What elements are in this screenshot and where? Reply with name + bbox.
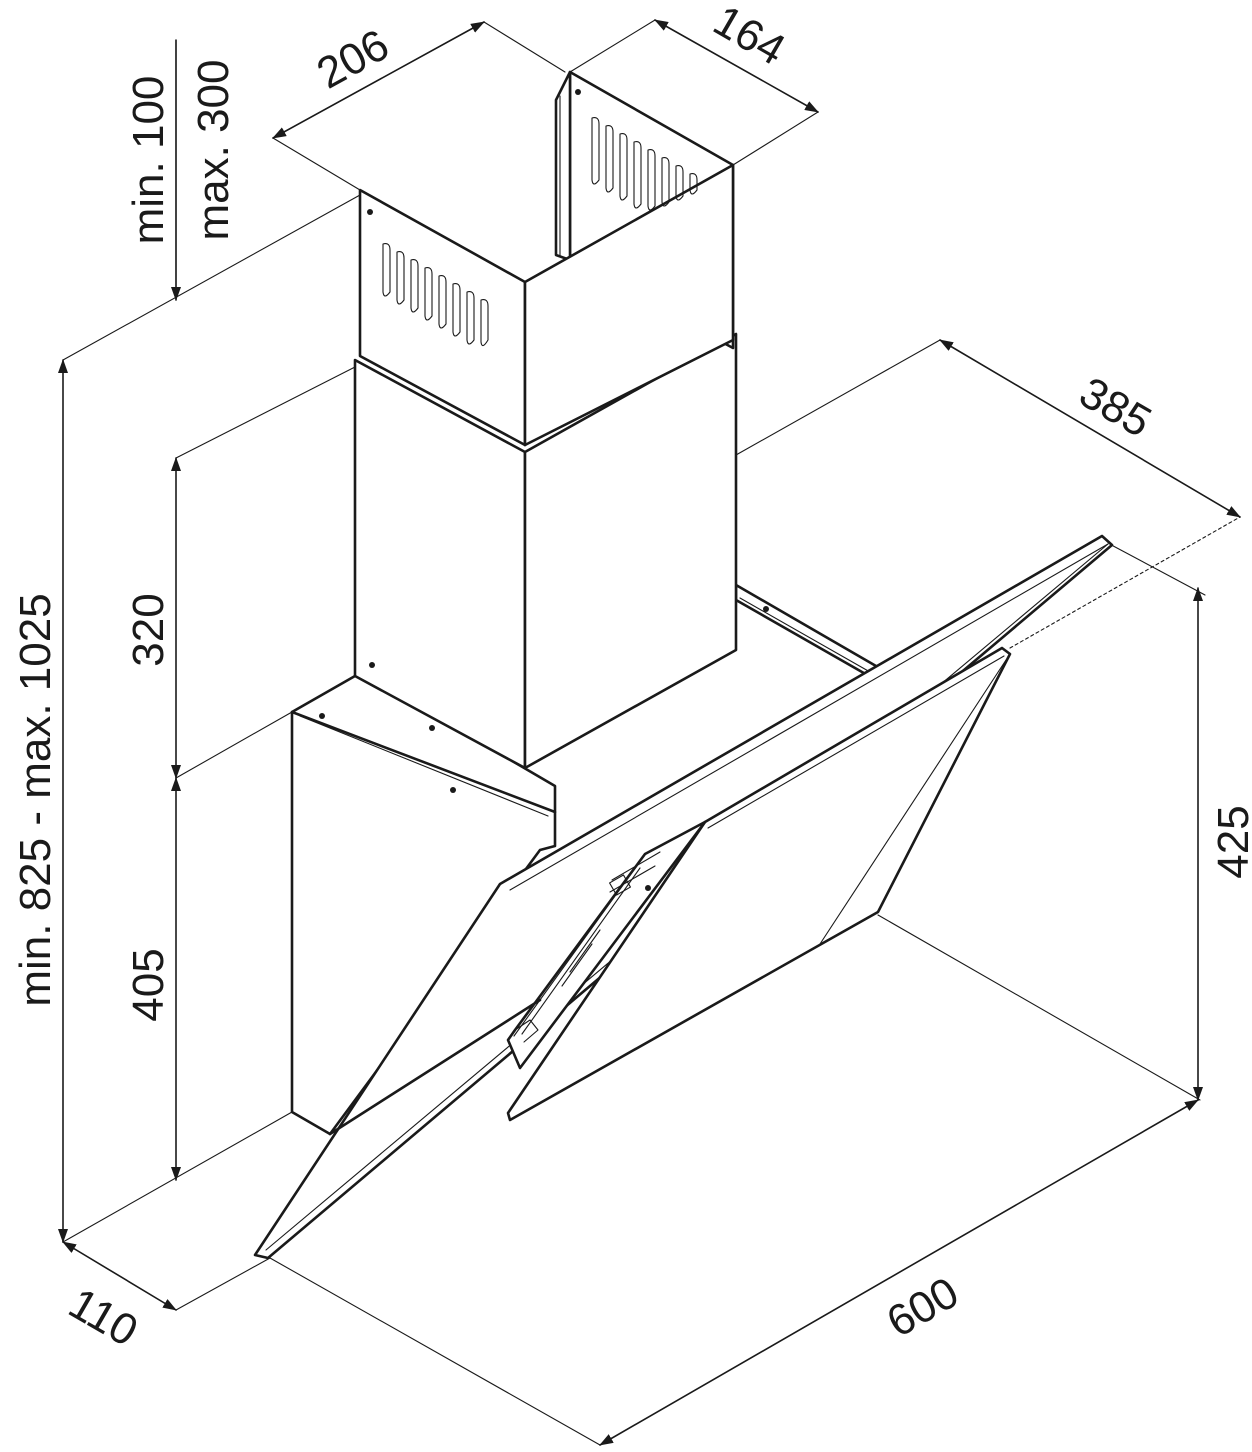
- label-extension-max: max. 300: [189, 60, 238, 241]
- label-bottom-depth: 110: [61, 1279, 146, 1357]
- label-chimney-depth: 164: [705, 0, 793, 75]
- label-chimney-width: 206: [309, 20, 397, 98]
- vent-slots-back: [591, 117, 698, 211]
- label-lower-body-height: 405: [124, 948, 173, 1021]
- label-extension-min: min. 100: [124, 76, 173, 245]
- label-hood-width: 600: [879, 1268, 967, 1347]
- label-glass-panel-height: 425: [1209, 805, 1252, 878]
- label-hood-depth: 385: [1071, 368, 1159, 447]
- label-upper-chimney-height: 320: [124, 593, 173, 666]
- chimney-extension: [358, 70, 735, 447]
- vent-slots-front: [382, 243, 489, 347]
- upper-chimney: [353, 332, 738, 770]
- dimension-lines: [58, 19, 1241, 1446]
- label-total-height: min. 825 - max. 1025: [11, 593, 60, 1006]
- glass-panel: [253, 534, 1114, 1260]
